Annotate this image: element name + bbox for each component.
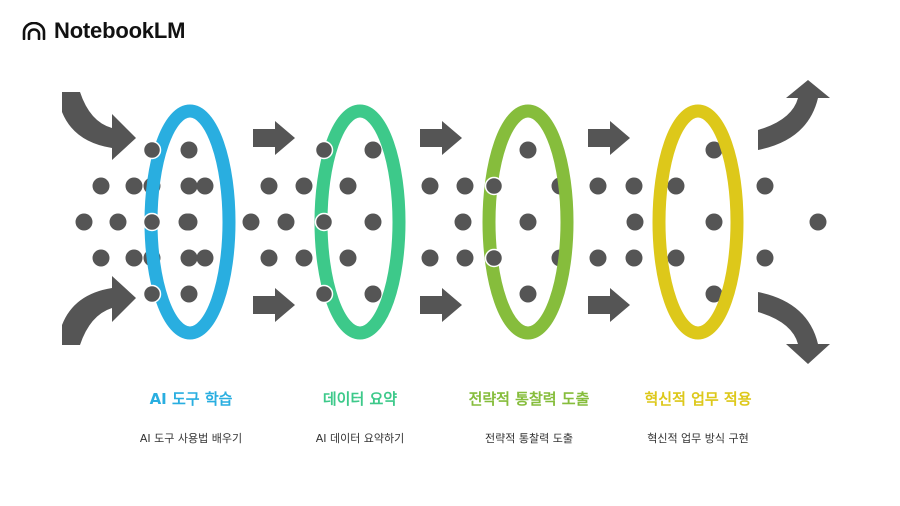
particle-dot <box>242 213 260 231</box>
particle-dot <box>454 213 472 231</box>
particle-dot <box>421 177 439 195</box>
particle-dot <box>705 213 723 231</box>
particle-dot <box>142 140 162 160</box>
particle-dot <box>667 177 685 195</box>
particle-dot <box>125 249 143 267</box>
particle-dot <box>314 140 334 160</box>
particle-dot <box>196 177 214 195</box>
particle-dot <box>756 249 774 267</box>
notebooklm-logo-icon <box>22 22 46 40</box>
particle-dot <box>364 213 382 231</box>
particle-dot <box>260 177 278 195</box>
particle-dot <box>705 285 723 303</box>
particle-dot <box>180 213 198 231</box>
particle-dot <box>314 212 334 232</box>
particle-dot <box>339 177 357 195</box>
particle-dot <box>92 249 110 267</box>
stage-title-3: 전략적 통찰력 도출 <box>468 390 590 408</box>
particle-dot <box>421 249 439 267</box>
particle-dot <box>364 285 382 303</box>
particle-dot <box>667 249 685 267</box>
particle-dot <box>125 177 143 195</box>
input-arrow-top <box>62 92 136 160</box>
particle-dot <box>109 213 127 231</box>
particle-dot <box>456 177 474 195</box>
connector-arrow-3-bottom <box>588 288 630 322</box>
connector-arrow-1-bottom <box>253 288 295 322</box>
stage-title-2: 데이터 요약 <box>322 390 398 408</box>
particle-dot <box>625 177 643 195</box>
connector-arrow-2-top <box>420 121 462 155</box>
brand-name: NotebookLM <box>54 18 186 43</box>
stage-desc-2: AI 데이터 요약하기 <box>315 432 405 445</box>
brand: NotebookLM <box>22 18 185 44</box>
particle-dot <box>589 249 607 267</box>
output-arrow-top <box>758 80 830 150</box>
particle-dot <box>196 249 214 267</box>
particle-dot <box>260 249 278 267</box>
stage-title-4: 혁신적 업무 적용 <box>644 390 752 408</box>
particle-dot <box>484 248 504 268</box>
particle-dot <box>809 213 827 231</box>
particle-dot <box>180 141 198 159</box>
particle-dot <box>92 177 110 195</box>
particle-dot <box>625 249 643 267</box>
particle-dot <box>626 213 644 231</box>
particle-dot <box>180 177 198 195</box>
stage-desc-1: AI 도구 사용법 배우기 <box>139 432 243 445</box>
particle-dot <box>519 285 537 303</box>
connector-arrow-3-top <box>588 121 630 155</box>
particle-dot <box>295 249 313 267</box>
output-arrow-bottom <box>758 292 830 364</box>
stage-desc-3: 전략적 통찰력 도출 <box>485 432 573 445</box>
particle-dot <box>705 141 723 159</box>
particle-dot <box>295 177 313 195</box>
particle-dot <box>142 212 162 232</box>
process-diagram <box>62 80 830 364</box>
particle-dot <box>756 177 774 195</box>
stage-desc-4: 혁신적 업무 방식 구현 <box>647 432 749 445</box>
particle-dot <box>314 284 334 304</box>
particle-dot <box>519 141 537 159</box>
particle-dot <box>339 249 357 267</box>
particle-dot <box>519 213 537 231</box>
filter-ring-4 <box>652 104 744 340</box>
particle-dot <box>180 249 198 267</box>
particle-dot <box>180 285 198 303</box>
connector-arrow-1-top <box>253 121 295 155</box>
input-arrow-bottom <box>62 276 136 345</box>
particle-dot <box>142 284 162 304</box>
particle-dot <box>75 213 93 231</box>
particle-dot <box>456 249 474 267</box>
particle-dot <box>364 141 382 159</box>
stage-title-1: AI 도구 학습 <box>149 390 233 408</box>
particle-dot <box>277 213 295 231</box>
particle-dot <box>589 177 607 195</box>
connector-arrow-2-bottom <box>420 288 462 322</box>
filter-ring-3 <box>482 104 574 340</box>
particle-dot <box>484 176 504 196</box>
